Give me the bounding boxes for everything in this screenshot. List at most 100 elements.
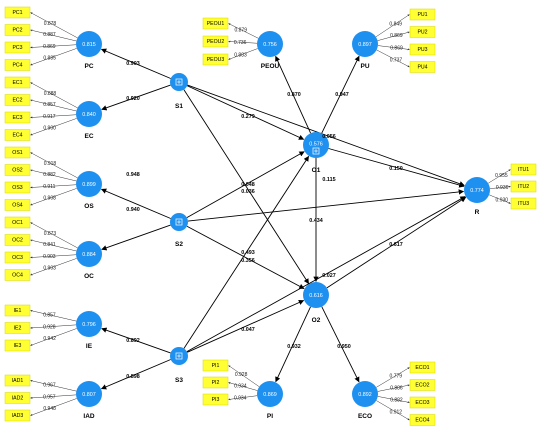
outer-loading: 0.887 [43,32,56,38]
outer-loading: 0.882 [43,172,56,178]
path-o1-to-peou [275,55,312,134]
latent-label: PI [267,413,273,420]
path-s2-to-r [187,189,465,222]
indicator-box[interactable] [4,304,31,317]
outer-loading: 0.936 [496,185,509,191]
indicator-box[interactable] [4,76,31,89]
indicator-box[interactable] [4,374,31,387]
latent-pc[interactable] [76,31,102,57]
indicator-box[interactable] [4,234,31,246]
latent-label: PEOU [261,63,280,70]
outer-loading: 0.878 [44,21,57,27]
indicator-box[interactable] [409,361,436,374]
outer-loading: 0.779 [390,373,403,379]
latent-ec[interactable] [76,101,102,127]
indicator-label: PU1 [417,12,427,18]
path-s1-to-ec [101,84,171,111]
indicator-box[interactable] [4,409,31,422]
indicator-box[interactable] [4,322,31,334]
indicator-box[interactable] [4,251,31,264]
r-squared-value: 0.840 [82,112,96,118]
latent-label: EC [84,133,93,140]
indicator-box[interactable] [4,129,31,141]
latent-ie[interactable] [76,311,102,337]
latent-peou[interactable] [257,31,283,57]
latent-r[interactable] [464,177,490,203]
outer-loading: 0.967 [43,383,56,389]
r-squared-value: 0.807 [82,392,96,398]
indicator-box[interactable] [409,43,436,56]
latent-label: O2 [312,317,321,324]
indicator-label: ITU3 [518,201,529,207]
r-squared-value: 0.899 [82,182,96,188]
expand-icon [175,218,183,226]
indicator-box[interactable] [4,94,31,106]
outer-loading: 0.908 [43,196,56,202]
path-s2-to-o1 [186,151,305,218]
latent-oc[interactable] [76,241,102,267]
indicator-box[interactable] [409,26,436,38]
latent-o2[interactable] [303,282,329,308]
latent-label: PU [360,63,369,70]
indicator-box[interactable] [4,59,31,71]
indicator-box[interactable] [4,146,31,159]
path-coefficient: 0.048 [241,182,255,188]
indicator-box[interactable] [4,164,31,176]
indicator-box[interactable] [4,216,31,229]
r-squared-value: 0.892 [358,392,372,398]
r-squared-value: 0.796 [82,322,96,328]
indicator-box[interactable] [510,163,537,176]
path-s3-to-iad [100,359,171,390]
path-s1-to-o2 [183,89,310,285]
path-o2-to-pi [275,306,311,383]
indicator-box[interactable] [4,269,31,281]
indicator-box[interactable] [409,414,436,426]
indicator-label: ITU2 [518,184,529,190]
indicator-label: ECO1 [415,365,429,371]
outer-loading: 0.917 [43,114,56,120]
indicator-box[interactable] [202,35,229,48]
outer-loading: 0.948 [43,406,56,412]
indicator-box[interactable] [4,6,31,19]
latent-pu[interactable] [352,31,378,57]
indicator-box[interactable] [202,359,229,372]
indicator-box[interactable] [510,180,537,193]
indicator-label: EC3 [12,115,22,121]
indicator-box[interactable] [409,8,436,21]
latent-iad[interactable] [76,381,102,407]
indicator-box[interactable] [4,392,31,404]
indicator-box[interactable] [202,393,229,406]
indicator-box[interactable] [4,339,31,352]
latent-pi[interactable] [257,381,283,407]
indicator-box[interactable] [202,17,229,30]
indicator-box[interactable] [4,111,31,124]
indicator-box[interactable] [4,181,31,194]
indicator-label: ITU1 [518,167,529,173]
indicator-box[interactable] [510,197,537,210]
indicator-box[interactable] [4,24,31,36]
indicator-label: PEOU1 [207,21,225,27]
indicator-label: OC4 [12,273,23,279]
path-coefficient: 0.027 [322,273,336,279]
indicator-label: OS4 [12,203,22,209]
indicator-box[interactable] [4,41,31,54]
outer-loading: 0.957 [43,394,56,400]
latent-os[interactable] [76,171,102,197]
indicator-box[interactable] [202,53,229,66]
latent-o1[interactable] [303,132,329,158]
path-s2-to-oc [101,224,171,251]
indicator-label: PI2 [212,380,220,386]
indicator-label: PEOU3 [207,57,225,63]
outer-loading: 0.882 [390,398,403,404]
indicator-box[interactable] [409,396,436,409]
path-o1-to-r [328,148,465,188]
outer-loading: 0.873 [44,231,57,237]
indicator-box[interactable] [4,199,31,211]
indicator-box[interactable] [409,61,436,73]
indicator-box[interactable] [202,376,229,389]
path-s3-to-ie [101,327,171,354]
indicator-box[interactable] [409,379,436,391]
outer-loading: 0.857 [43,313,56,319]
latent-eco[interactable] [352,381,378,407]
